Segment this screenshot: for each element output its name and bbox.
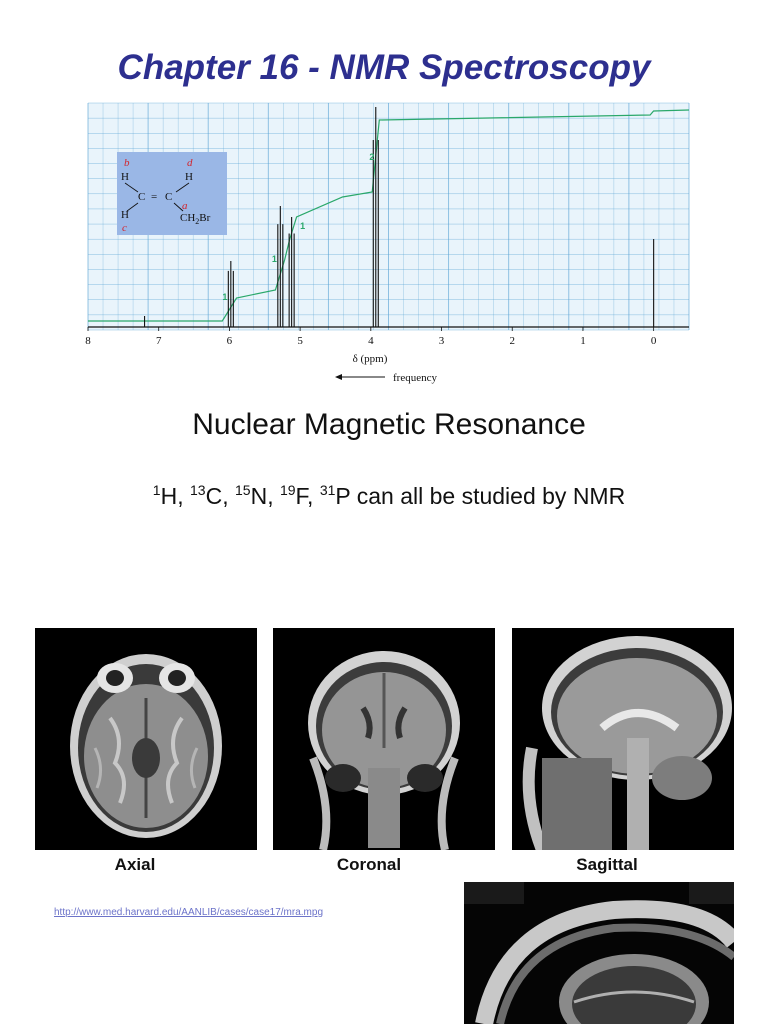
label-b: b (124, 157, 130, 169)
sagittal-label: Sagittal (576, 855, 638, 874)
coronal-mri-image (273, 628, 495, 850)
tick-label: 8 (85, 335, 91, 347)
molecule-structure: b d H H C = C a H CH2Br c (117, 152, 227, 235)
axial-mri-image (35, 628, 257, 850)
nucleus-symbol: C (205, 483, 223, 509)
integral-label: 1 (272, 254, 277, 264)
nucleus-mass: 31 (319, 482, 336, 498)
nucleus-mass: 19 (279, 482, 296, 498)
integral-label: 2 (369, 152, 374, 162)
tick-label: 2 (509, 335, 515, 347)
integral-label: 1 (300, 221, 305, 231)
nmr-spectrum: 1 1 1 2 8 7 6 5 4 3 2 1 0 b d H H C = C a H CH2Br c… (80, 100, 692, 405)
label-c: c (122, 222, 127, 234)
nucleus-mass: 15 (234, 482, 251, 498)
molecule-box (117, 152, 227, 235)
sagittal-mri-image (512, 628, 734, 850)
frequency-label: frequency (393, 372, 437, 384)
atom-h-b: H (121, 171, 129, 183)
separator: , (267, 483, 280, 509)
tick-label: 7 (156, 335, 162, 347)
separator: , (222, 483, 235, 509)
integral-trace (88, 109, 690, 322)
label-d: d (187, 157, 193, 169)
double-bond: = (151, 191, 157, 203)
nucleus-mass: 1 (152, 482, 161, 498)
tick-label: 3 (439, 335, 445, 347)
nucleus-symbol: H (160, 483, 178, 509)
label-a: a (182, 200, 188, 212)
axial-label: Axial (114, 855, 156, 874)
mra-image (464, 882, 734, 1024)
mra-video-link[interactable]: http://www.med.harvard.edu/AANLIB/cases/… (54, 907, 324, 918)
tick-label: 0 (651, 335, 657, 347)
nuclei-description: can all be studied by NMR (350, 483, 626, 509)
tick-label: 1 (580, 335, 586, 347)
tick-label: 4 (368, 335, 374, 347)
nucleus-symbol: F (295, 483, 308, 509)
tick-label: 6 (227, 335, 233, 347)
separator: , (307, 483, 320, 509)
atom-c-left: C (138, 191, 145, 203)
ch2br-group: CH2Br (180, 212, 211, 226)
integral-labels: 1 1 1 2 (222, 152, 374, 302)
tick-label: 5 (297, 335, 303, 347)
nucleus-mass: 13 (190, 482, 206, 498)
atom-h-c: H (121, 209, 129, 221)
integral-label: 1 (222, 292, 227, 302)
nucleus-symbol: N (250, 483, 268, 509)
atom-h-d: H (185, 171, 193, 183)
x-axis-label: δ (ppm) (353, 353, 388, 365)
nuclei-line: 1H, 13C, 15N, 19F, 31P can all be studie… (0, 482, 768, 510)
subtitle: Nuclear Magnetic Resonance (192, 408, 586, 441)
separator: , (177, 483, 190, 509)
frequency-arrowhead (335, 374, 342, 380)
spectrum-peaks (144, 107, 655, 327)
coronal-label: Coronal (336, 855, 402, 874)
x-axis-ticks: 8 7 6 5 4 3 2 1 0 (85, 327, 657, 347)
nucleus-symbol: P (335, 483, 351, 509)
atom-c-right: C (165, 191, 172, 203)
page-title: Chapter 16 - NMR Spectroscopy (117, 48, 651, 87)
